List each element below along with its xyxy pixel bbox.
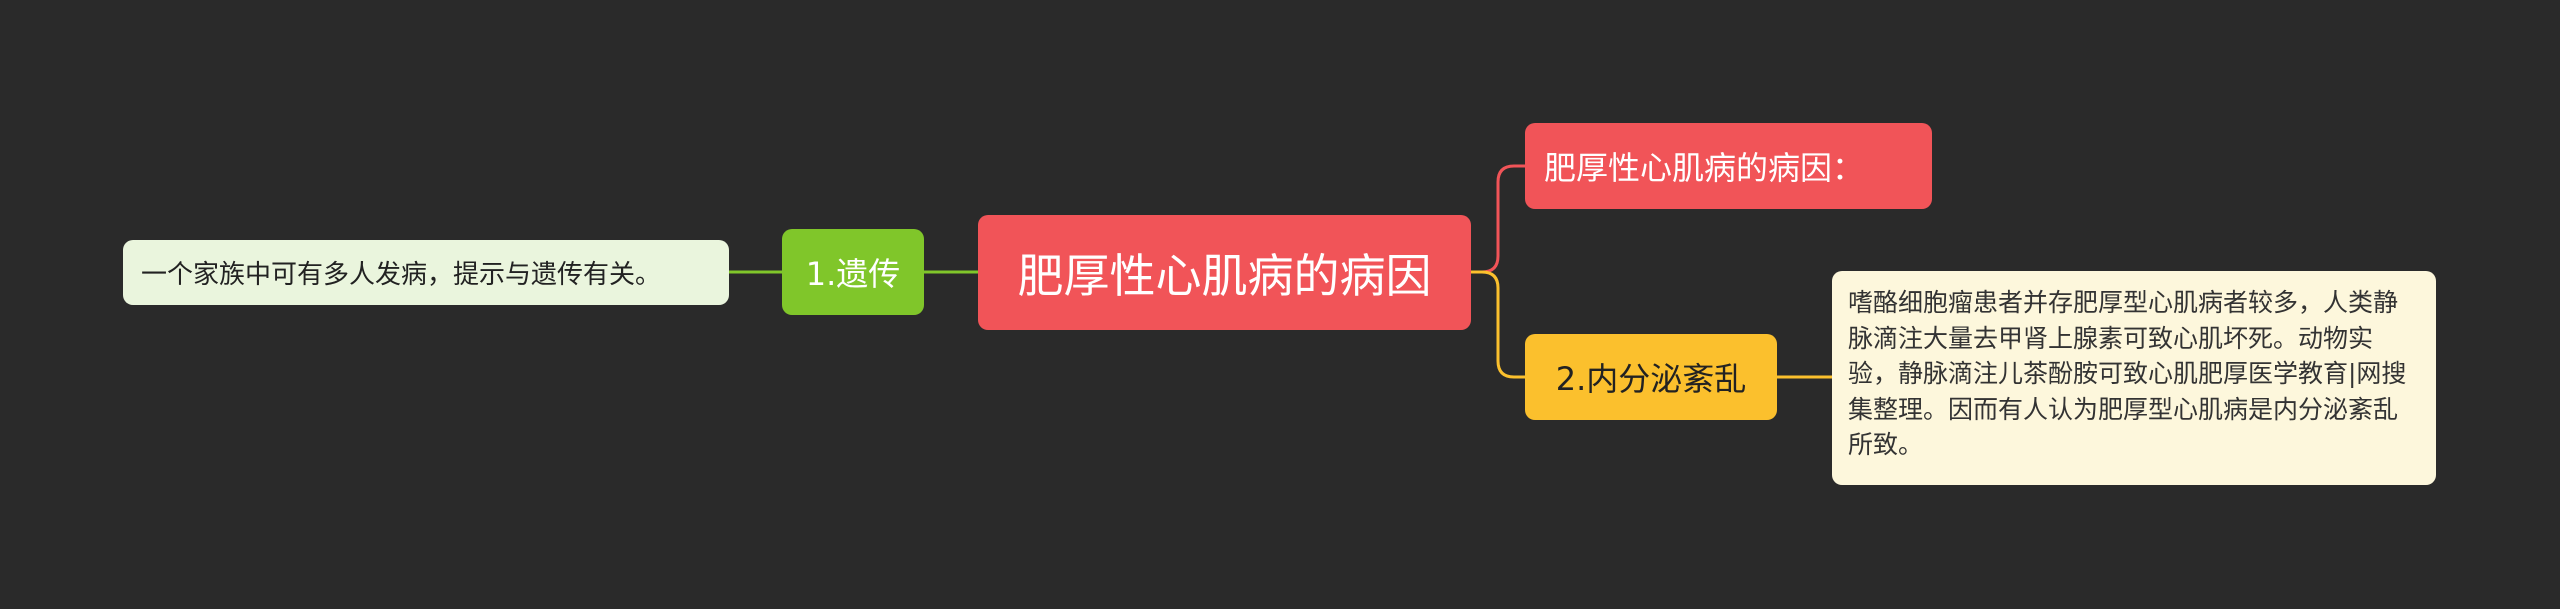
- leaf-heredity-detail-text: 一个家族中可有多人发病，提示与遗传有关。: [141, 260, 662, 290]
- root-topic[interactable]: 肥厚性心肌病的病因: [978, 215, 1471, 330]
- leaf-endocrine-detail-text: 嗜酪细胞瘤患者并存肥厚型心肌病者较多，人类静脉滴注大量去甲肾上腺素可致心肌坏死。…: [1848, 288, 2407, 459]
- branch-causes-title-label: 肥厚性心肌病的病因：: [1544, 149, 1865, 187]
- branch-heredity-label: 1.遗传: [805, 255, 901, 293]
- branch-endocrine-label: 2.内分泌紊乱: [1555, 360, 1747, 398]
- link-root-to-bottom-branch: [1471, 270, 1525, 379]
- root-topic-label: 肥厚性心肌病的病因: [1017, 248, 1432, 303]
- leaf-endocrine-detail[interactable]: 嗜酪细胞瘤患者并存肥厚型心肌病者较多，人类静脉滴注大量去甲肾上腺素可致心肌坏死。…: [1832, 271, 2436, 485]
- leaf-heredity-detail[interactable]: 一个家族中可有多人发病，提示与遗传有关。: [123, 240, 729, 305]
- branch-heredity[interactable]: 1.遗传: [782, 229, 924, 315]
- link-root-to-top-branch: [1471, 164, 1525, 274]
- branch-causes-title[interactable]: 肥厚性心肌病的病因：: [1525, 123, 1932, 209]
- branch-endocrine[interactable]: 2.内分泌紊乱: [1525, 334, 1777, 420]
